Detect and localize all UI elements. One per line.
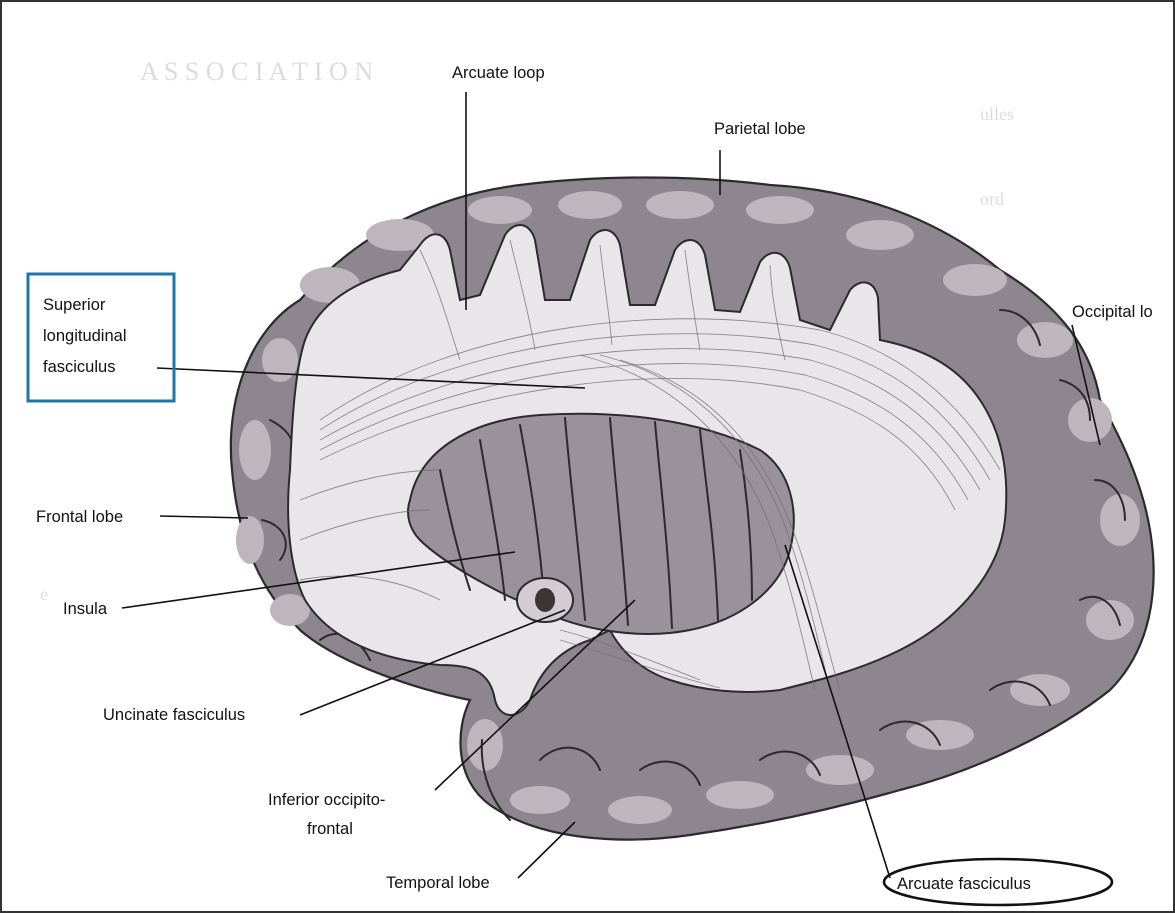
svg-text:e: e [40, 584, 48, 604]
brain-illustration [231, 178, 1154, 840]
label-arcuate-fasciculus: Arcuate fasciculus [897, 875, 1031, 893]
label-occipital-lobe: Occipital lo [1072, 303, 1153, 321]
label-parietal-lobe: Parietal lobe [714, 120, 806, 138]
leader-frontal-lobe [160, 516, 248, 518]
svg-text:A S S O C I A T I O N: A S S O C I A T I O N [140, 57, 373, 86]
label-arcuate-loop: Arcuate loop [452, 64, 545, 82]
label-superior-line3: fasciculus [43, 358, 115, 376]
label-uncinate-fasciculus: Uncinate fasciculus [103, 706, 245, 724]
label-frontal-lobe: Frontal lobe [36, 508, 123, 526]
label-inferior-line1: Inferior occipito- [268, 791, 385, 809]
label-superior-line1: Superior [43, 296, 106, 314]
label-insula: Insula [63, 600, 108, 618]
svg-text:ord: ord [980, 189, 1004, 209]
label-temporal-lobe: Temporal lobe [386, 874, 490, 892]
label-inferior-line2: frontal [307, 820, 353, 838]
svg-text:ulles: ulles [980, 104, 1014, 124]
label-superior-line2: longitudinal [43, 327, 126, 345]
